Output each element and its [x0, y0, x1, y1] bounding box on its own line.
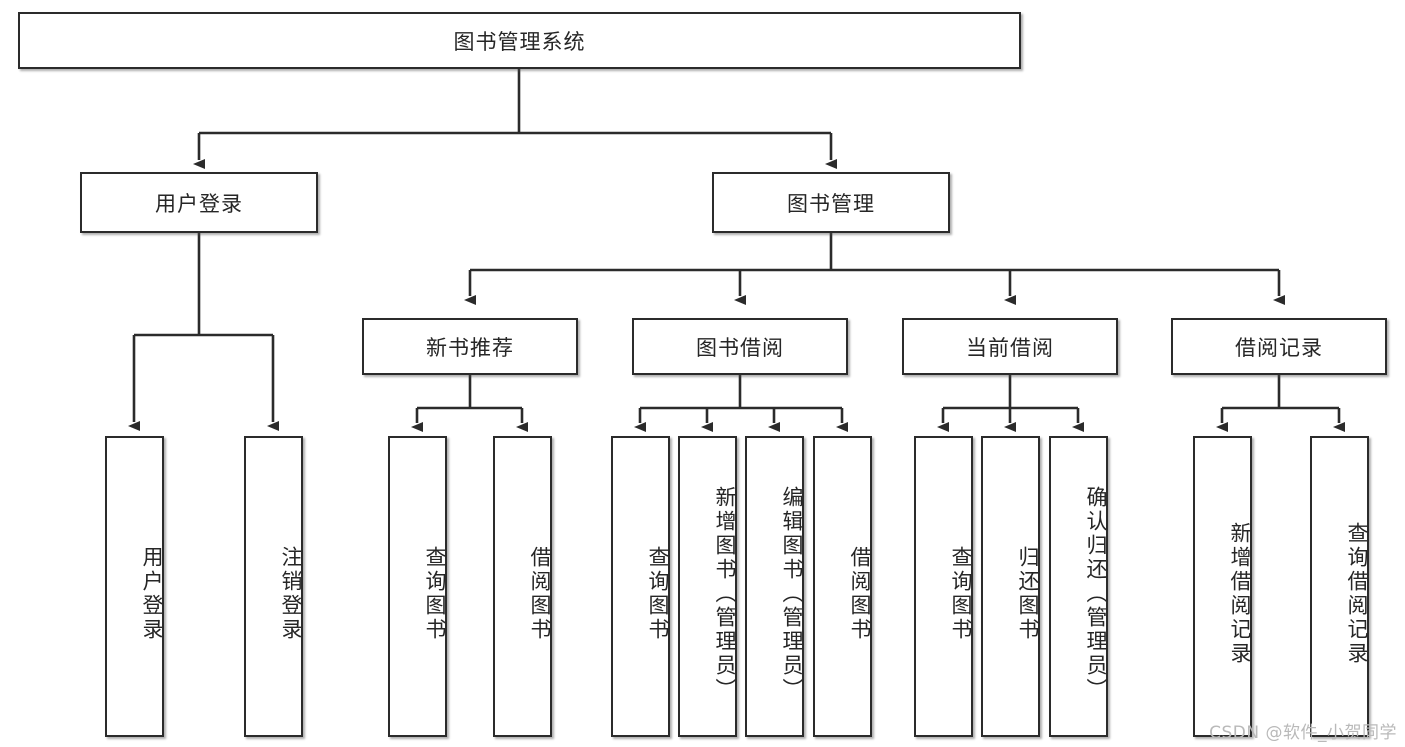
- node-leaf-add-record-label: 新增借阅记录: [1228, 521, 1252, 666]
- node-leaf-query-book-3-label: 查询图书: [949, 545, 973, 642]
- node-borrow-record[interactable]: 借阅记录: [1171, 318, 1387, 375]
- node-leaf-query-record[interactable]: 查询借阅记录: [1310, 436, 1369, 737]
- node-leaf-return-book[interactable]: 归还图书: [981, 436, 1040, 737]
- node-leaf-user-login[interactable]: 用户登录: [105, 436, 164, 737]
- node-leaf-query-record-label: 查询借阅记录: [1345, 521, 1369, 666]
- node-book-borrow[interactable]: 图书借阅: [632, 318, 848, 375]
- node-user-login-label: 用户登录: [155, 191, 243, 216]
- node-leaf-borrow-book-1[interactable]: 借阅图书: [493, 436, 552, 737]
- node-book-manage[interactable]: 图书管理: [712, 172, 950, 233]
- node-borrow-record-label: 借阅记录: [1235, 335, 1323, 360]
- node-leaf-confirm-return-label: 确认归还（管理员）: [1084, 485, 1108, 702]
- node-leaf-add-record[interactable]: 新增借阅记录: [1193, 436, 1252, 737]
- node-leaf-query-book-2[interactable]: 查询图书: [611, 436, 670, 737]
- node-book-borrow-label: 图书借阅: [696, 335, 784, 360]
- node-leaf-query-book-1[interactable]: 查询图书: [388, 436, 447, 737]
- node-new-book-rec[interactable]: 新书推荐: [362, 318, 578, 375]
- node-leaf-borrow-book-2[interactable]: 借阅图书: [813, 436, 872, 737]
- node-leaf-add-book[interactable]: 新增图书（管理员）: [678, 436, 737, 737]
- node-current-borrow[interactable]: 当前借阅: [902, 318, 1118, 375]
- node-leaf-return-book-label: 归还图书: [1016, 545, 1040, 642]
- node-leaf-borrow-book-1-label: 借阅图书: [528, 545, 552, 642]
- node-leaf-confirm-return[interactable]: 确认归还（管理员）: [1049, 436, 1108, 737]
- node-leaf-query-book-2-label: 查询图书: [646, 545, 670, 642]
- node-leaf-add-book-label: 新增图书（管理员）: [713, 485, 737, 702]
- node-leaf-edit-book[interactable]: 编辑图书（管理员）: [745, 436, 804, 737]
- node-leaf-borrow-book-2-label: 借阅图书: [848, 545, 872, 642]
- node-root[interactable]: 图书管理系统: [18, 12, 1021, 69]
- csdn-watermark: CSDN @软件_小贺同学: [1209, 723, 1397, 743]
- node-root-label: 图书管理系统: [453, 29, 586, 54]
- node-leaf-user-login-label: 用户登录: [140, 545, 164, 642]
- node-leaf-query-book-3[interactable]: 查询图书: [914, 436, 973, 737]
- node-leaf-edit-book-label: 编辑图书（管理员）: [780, 485, 804, 702]
- node-leaf-logout-label: 注销登录: [279, 545, 303, 642]
- node-user-login[interactable]: 用户登录: [80, 172, 318, 233]
- node-leaf-logout[interactable]: 注销登录: [244, 436, 303, 737]
- node-book-manage-label: 图书管理: [787, 191, 875, 216]
- node-current-borrow-label: 当前借阅: [966, 335, 1054, 360]
- node-leaf-query-book-1-label: 查询图书: [423, 545, 447, 642]
- node-new-book-rec-label: 新书推荐: [426, 335, 514, 360]
